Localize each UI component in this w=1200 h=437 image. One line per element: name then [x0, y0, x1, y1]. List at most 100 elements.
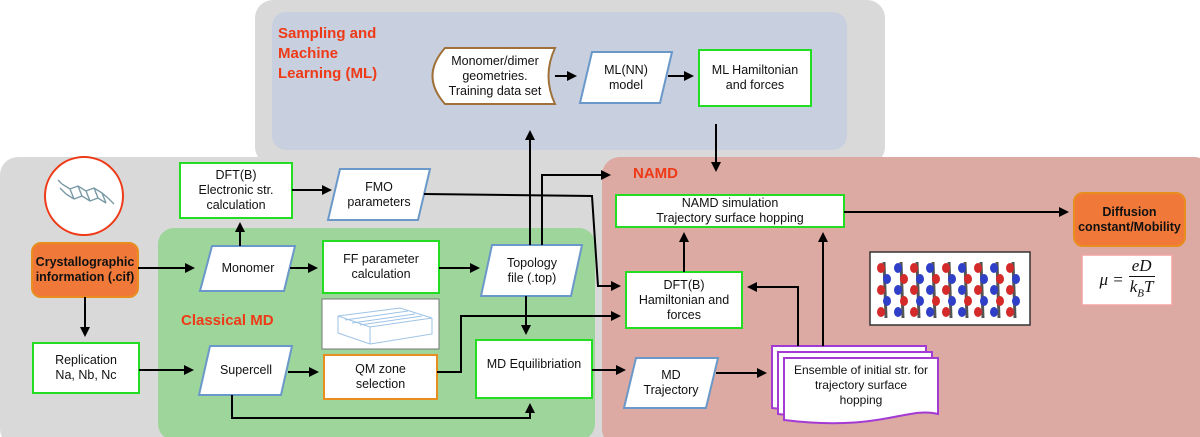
- molecule-drawing: [57, 179, 115, 205]
- ff-parameter-box: [322, 240, 440, 294]
- orbital-lobe: [926, 263, 934, 273]
- orbital-lobe: [877, 307, 885, 317]
- orbital-lobe: [916, 274, 924, 284]
- supercell-label: Supercell: [219, 363, 273, 377]
- orbital-chain-drawing: [877, 261, 1020, 319]
- geometries-label: Monomer/dimer geometries. Training data …: [448, 53, 542, 98]
- orbital-lobe: [1012, 296, 1020, 306]
- dft-electronic-box: [179, 162, 293, 219]
- orbital-lobe: [948, 296, 956, 306]
- orbital-lobe: [942, 263, 950, 273]
- ff-parameter-label: FF parameter calculation: [343, 252, 419, 281]
- qm-zone-label: QM zone selection: [355, 362, 406, 391]
- orbital-lobe: [910, 263, 918, 273]
- orbital-lobe: [894, 285, 902, 295]
- md-equilibriation-label: MD Equilibriation: [486, 356, 582, 371]
- orbital-lobe: [990, 285, 998, 295]
- fmo-parallelogram: [326, 168, 432, 221]
- orbital-lobe: [916, 296, 924, 306]
- orbital-lobe: [974, 307, 982, 317]
- orbital-lobe: [910, 285, 918, 295]
- orbital-lobe: [996, 274, 1004, 284]
- ml-hamiltonian-box: [698, 49, 812, 107]
- fmo-label: FMO parameters: [347, 179, 411, 209]
- orbital-lobe: [1006, 307, 1014, 317]
- classical-md-title: Classical MD: [181, 312, 274, 329]
- formula-lhs: μ =: [1099, 270, 1124, 289]
- arrow-topology-namd: [541, 170, 611, 245]
- formula-den-tail: T: [1144, 277, 1154, 297]
- orbital-lobe: [958, 263, 966, 273]
- orbital-lobe: [974, 263, 982, 273]
- formula-numerator: eD: [1128, 256, 1155, 278]
- topology-label: Topology file (.top): [506, 255, 558, 285]
- arrow-qm-dftham: [437, 311, 621, 373]
- md-trajectory-parallelogram: [622, 357, 720, 409]
- qm-zone-box: [323, 354, 438, 400]
- orbital-lobe: [894, 263, 902, 273]
- orbital-lobe: [964, 296, 972, 306]
- ensemble-label: Ensemble of initial str. for trajectory …: [793, 362, 929, 407]
- orbital-lobe: [877, 263, 885, 273]
- arrow-supercell-mdequil: [231, 395, 535, 419]
- orbital-lobe: [974, 285, 982, 295]
- replication-box: [32, 342, 140, 394]
- orbital-lobe: [926, 285, 934, 295]
- orbital-lobe: [942, 307, 950, 317]
- orbital-lobe: [910, 307, 918, 317]
- orbital-lobe: [980, 296, 988, 306]
- orbital-lobe: [958, 285, 966, 295]
- replication-label: Replication Na, Nb, Nc: [55, 353, 117, 382]
- sampling-ml-panel: [272, 12, 847, 150]
- formula-den-base: k: [1129, 277, 1138, 297]
- dft-electronic-label: DFT(B) Electronic str. calculation: [198, 168, 274, 212]
- ml-hamiltonian-label: ML Hamiltonian and forces: [711, 63, 799, 92]
- connectors: [80, 71, 1069, 419]
- orbital-lobe: [877, 285, 885, 295]
- arrow-fmo-dftham: [423, 193, 621, 291]
- dft-hamiltonian-label: DFT(B) Hamiltonian and forces: [638, 277, 730, 322]
- ensemble-documents: [771, 345, 939, 425]
- mobility-formula: μ = eD kBT: [1082, 255, 1172, 305]
- formula-denominator: kBT: [1130, 277, 1154, 303]
- molecule-image: [44, 156, 124, 236]
- orbital-lobe: [926, 307, 934, 317]
- ml-model-parallelogram: [578, 51, 674, 104]
- orbital-lobe: [980, 274, 988, 284]
- orbital-lobe: [958, 307, 966, 317]
- geometries-storage-shape: [431, 47, 557, 105]
- orbital-lobe: [1012, 274, 1020, 284]
- orbital-lobe: [883, 274, 891, 284]
- monomer-label: Monomer: [221, 261, 275, 275]
- orbital-lobe: [948, 274, 956, 284]
- supercell-box-drawing: [337, 307, 433, 345]
- topology-parallelogram: [479, 244, 584, 297]
- orbital-lobe: [990, 263, 998, 273]
- orbital-lobe: [990, 307, 998, 317]
- crystallographic-label: Crystallographic information (.cif): [35, 255, 135, 284]
- orbital-lobe: [894, 307, 902, 317]
- orbital-lobe: [932, 296, 940, 306]
- supercell-box-image: [321, 298, 440, 350]
- supercell-parallelogram: [197, 345, 294, 396]
- monomer-parallelogram: [198, 245, 297, 292]
- arrow-ensemble-dftham: [747, 282, 799, 346]
- sampling-ml-title: Sampling and Machine Learning (ML): [278, 25, 378, 82]
- diffusion-label: Diffusion constant/Mobility: [1078, 204, 1181, 234]
- diffusion-box: [1073, 192, 1186, 247]
- orbital-lobe: [932, 274, 940, 284]
- md-trajectory-label: MD Trajectory: [643, 368, 699, 397]
- orbital-lobe: [964, 274, 972, 284]
- orbital-lobe: [942, 285, 950, 295]
- formula-den-sub: B: [1137, 287, 1145, 300]
- orbital-lobe: [900, 296, 908, 306]
- formula-box: [1081, 254, 1173, 306]
- formula-fraction: eD kBT: [1128, 256, 1155, 303]
- ml-model-label: ML(NN) model: [604, 62, 648, 92]
- orbital-lobe: [883, 296, 891, 306]
- orbital-lobe: [900, 274, 908, 284]
- namd-simulation-label: NAMD simulation Trajectory surface hoppi…: [656, 196, 804, 225]
- namd-title: NAMD: [633, 165, 678, 182]
